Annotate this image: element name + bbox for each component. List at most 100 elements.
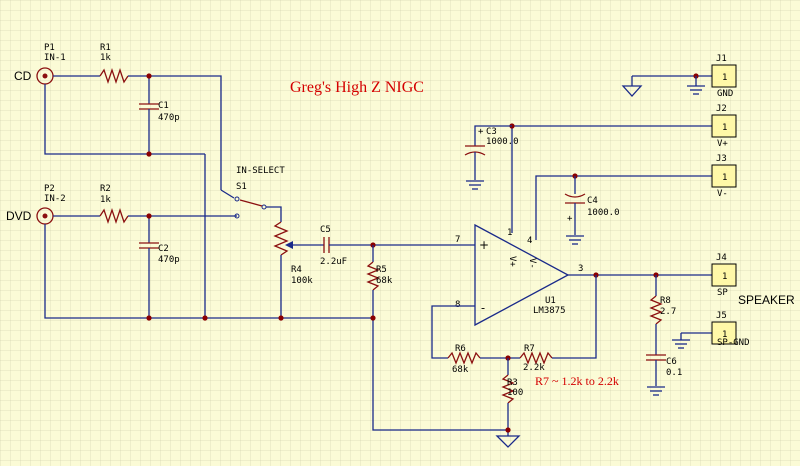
- r2-value: 1k: [100, 195, 111, 205]
- wire: [552, 275, 597, 359]
- j1-ground-symbol: [621, 85, 643, 97]
- p2-jack: [36, 207, 54, 225]
- c6-ref: C6: [666, 357, 677, 367]
- j4-label: SP: [717, 288, 728, 298]
- s1-ref: S1: [236, 182, 247, 192]
- c2-value: 470p: [158, 255, 180, 265]
- c1-value: 470p: [158, 113, 180, 123]
- svg-text:1: 1: [722, 123, 727, 133]
- vminus-rail: [535, 175, 712, 240]
- u1-ref: U1: [545, 296, 556, 306]
- svg-text:1: 1: [722, 73, 727, 83]
- p1-jack: [36, 67, 54, 85]
- r4-ref: R4: [291, 265, 302, 275]
- s1-name: IN-SELECT: [236, 166, 285, 176]
- r6-ref: R6: [455, 344, 466, 354]
- r3-ref: R3: [507, 378, 518, 388]
- r6-resistor: [447, 351, 481, 365]
- u1-vplus-mark: V+: [507, 256, 517, 267]
- main-ground-symbol: [495, 435, 521, 448]
- r8-value: 2.7: [660, 307, 676, 317]
- c3-ref: C3: [486, 127, 497, 137]
- svg-text:1: 1: [722, 330, 727, 340]
- r7-ref: R7: [524, 344, 535, 354]
- wire: [474, 125, 512, 146]
- c2-ref: C2: [158, 244, 169, 254]
- pin-3: 3: [578, 264, 583, 274]
- connector-j4: 1 J4 SP: [711, 253, 737, 298]
- u1-opamp: [474, 223, 570, 327]
- j5-ground-symbol: [672, 339, 690, 349]
- wire: [372, 290, 508, 431]
- p2-name: IN-2: [44, 194, 66, 204]
- c3-plus: +: [478, 127, 484, 137]
- s1-contact-b: [234, 213, 240, 219]
- c5-value: 2.2uF: [320, 257, 347, 267]
- junction: [146, 213, 152, 219]
- connector-j5: 1 J5 SP-GND: [711, 311, 750, 348]
- speaker-label: SPEAKER: [738, 293, 795, 307]
- c4-capacitor-plate: [564, 193, 586, 198]
- wire: [266, 206, 282, 222]
- r1-ref: R1: [100, 43, 111, 53]
- r3-resistor: [501, 374, 515, 404]
- j1-earth-symbol: [687, 85, 705, 95]
- u1-plus-symbol: +: [479, 238, 489, 252]
- junction: [370, 315, 376, 321]
- p2-ref: P2: [44, 184, 55, 194]
- schematic-title: Greg's High Z NIGC: [290, 79, 424, 96]
- r6-value: 68k: [452, 365, 469, 375]
- connector-j3: 1 J3 V-: [711, 154, 737, 199]
- j3-ref: J3: [716, 154, 727, 164]
- j2-label: V+: [717, 139, 728, 149]
- r5-ref: R5: [376, 265, 387, 275]
- r4-potentiometer: [273, 221, 289, 256]
- junction: [202, 315, 208, 321]
- ground-bus: [44, 224, 373, 319]
- dvd-label: DVD: [6, 209, 32, 223]
- pin-1: 1: [507, 228, 512, 238]
- r1-value: 1k: [100, 53, 111, 63]
- s1-switch-arm: [239, 199, 263, 207]
- wire: [44, 84, 205, 155]
- r8-ref: R8: [660, 296, 671, 306]
- r2-resistor: [99, 207, 129, 225]
- j1-ref: J1: [716, 54, 727, 64]
- connector-j1: 1 J1 GND: [711, 54, 737, 99]
- junction: [146, 315, 152, 321]
- wire: [128, 75, 222, 190]
- c1-ref: C1: [158, 101, 169, 111]
- r2-ref: R2: [100, 184, 111, 194]
- c3-ground-symbol: [466, 180, 484, 190]
- r5-resistor: [366, 261, 380, 291]
- junction: [146, 151, 152, 157]
- r3-value: 100: [507, 388, 523, 398]
- u1-vminus-mark: V-: [527, 258, 537, 269]
- s1-common: [261, 204, 267, 210]
- r5-value: 68k: [376, 276, 393, 286]
- u1-value: LM3875: [533, 306, 566, 316]
- junction: [278, 315, 284, 321]
- c5-ref: C5: [320, 225, 331, 235]
- junction: [505, 427, 511, 433]
- r7-note: R7 ~ 1.2k to 2.2k: [535, 374, 619, 388]
- c4-plus: +: [567, 214, 573, 224]
- c4-ground-symbol: [566, 235, 584, 245]
- svg-text:1: 1: [722, 173, 727, 183]
- r8-resistor: [649, 295, 663, 325]
- r7-resistor: [519, 351, 553, 365]
- svg-text:1: 1: [722, 272, 727, 282]
- c3-value: 1000.0: [486, 137, 519, 147]
- p1-ref: P1: [44, 43, 55, 53]
- j4-ref: J4: [716, 253, 727, 263]
- c6-value: 0.1: [666, 368, 682, 378]
- connector-j2: 1 J2 V+: [711, 104, 737, 149]
- r4-value: 100k: [291, 276, 313, 286]
- pin-4: 4: [527, 236, 532, 246]
- c4-value: 1000.0: [587, 208, 620, 218]
- s1-contact-a: [234, 196, 240, 202]
- c4-ref: C4: [587, 196, 598, 206]
- r1-resistor: [99, 67, 129, 85]
